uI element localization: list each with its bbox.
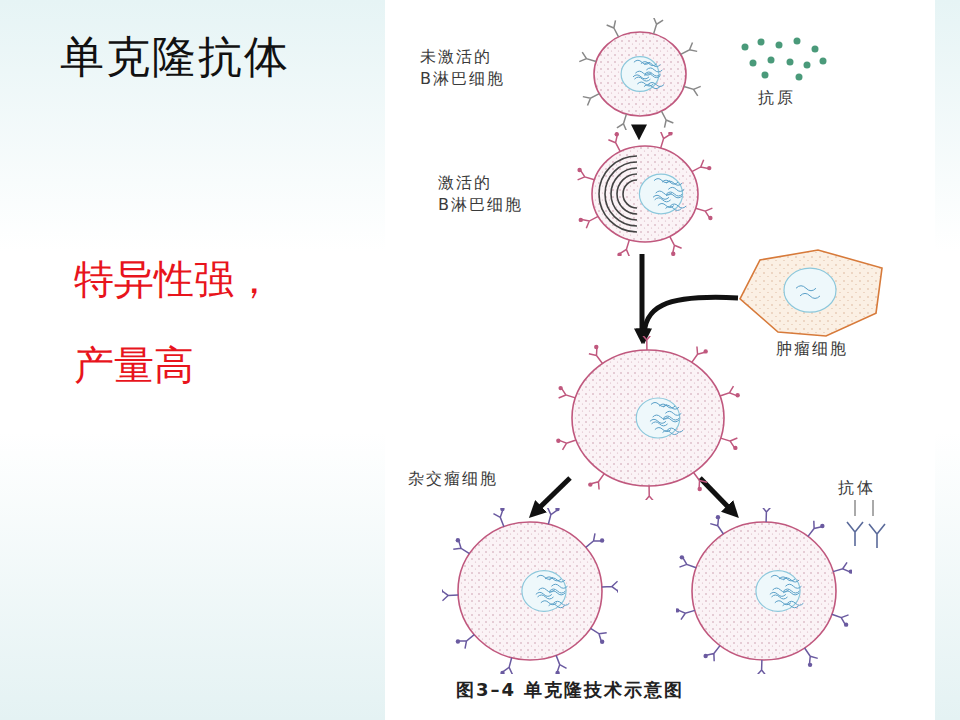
slide-title: 单克隆抗体	[60, 28, 290, 87]
process-arrow	[644, 297, 738, 338]
tumor-cell-shape	[730, 246, 890, 342]
activated-b-cell-node: 激活的 B淋巴细胞	[576, 132, 714, 256]
cell-label: 杂交瘤细胞	[408, 468, 508, 490]
daughter-cell-shape	[442, 508, 618, 674]
daughter-cell-shape	[676, 508, 852, 674]
cell-label: 未激活的 B淋巴细胞	[420, 46, 520, 91]
hybridoma-node: 杂交瘤细胞	[556, 336, 740, 500]
daughter-cell	[676, 508, 852, 674]
antigen-label: 抗原	[758, 88, 796, 109]
hybridoma-shape	[556, 336, 740, 500]
figure-caption: 图3–4 单克隆技术示意图	[456, 678, 684, 702]
antigen-dots	[735, 35, 835, 85]
feature-text: 产量高	[74, 338, 194, 393]
cell-label: 激活的 B淋巴细胞	[438, 172, 538, 217]
b-cell-shape	[578, 18, 702, 130]
antibody-label: 抗体	[838, 478, 876, 499]
daughter-cell	[442, 508, 618, 674]
feature-text: 特异性强，	[74, 252, 274, 307]
process-arrow	[637, 128, 642, 134]
tumor-cell-node: 肿瘤细胞	[730, 246, 890, 342]
cell-label: 肿瘤细胞	[776, 338, 876, 360]
activated-b-cell-shape	[576, 132, 714, 256]
b-cell-node: 未激活的 B淋巴细胞	[578, 18, 702, 130]
